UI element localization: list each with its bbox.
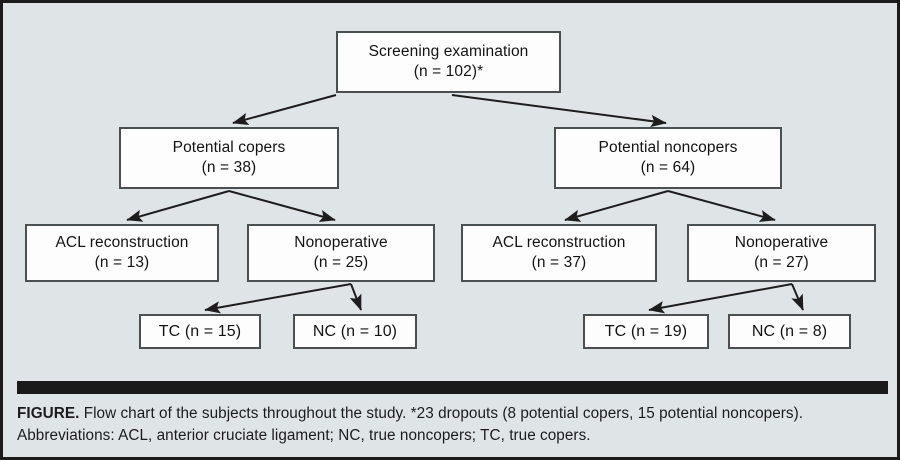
- node-potential-copers: Potential copers (n = 38): [119, 127, 339, 189]
- arrow-screening-to-noncopers: [451, 94, 667, 128]
- node-true-noncopers-right: NC (n = 8): [728, 314, 851, 349]
- node-true-copers-left: TC (n = 15): [139, 314, 261, 349]
- node-nonoperative-noncopers: Nonoperative (n = 27): [687, 224, 876, 282]
- node-count: (n = 37): [531, 254, 587, 271]
- node-count: (n = 27): [754, 254, 809, 271]
- node-label: NC (n = 10): [312, 322, 398, 340]
- node-potential-noncopers: Potential noncopers (n = 64): [554, 127, 782, 189]
- caption-prefix: FIGURE.: [17, 405, 80, 422]
- node-true-copers-right: TC (n = 19): [583, 314, 709, 349]
- arrow-noncopers-to-acl: [564, 190, 669, 222]
- arrow-screening-to-copers: [232, 94, 337, 125]
- node-screening-examination: Screening examination (n = 102)*: [336, 31, 561, 93]
- node-title: Nonoperative: [294, 233, 388, 251]
- node-true-noncopers-left: NC (n = 10): [293, 314, 417, 349]
- node-title: Nonoperative: [734, 233, 829, 251]
- flowchart-area: Screening examination (n = 102)* Potenti…: [3, 3, 897, 373]
- node-nonoperative-copers: Nonoperative (n = 25): [247, 224, 435, 282]
- node-label: TC (n = 19): [604, 322, 688, 340]
- node-title: Potential copers: [172, 138, 286, 156]
- node-title: Potential noncopers: [598, 138, 738, 156]
- arrow-copers-to-nonop: [228, 190, 336, 222]
- arrow-nonop-left-to-tc: [204, 283, 352, 314]
- node-acl-reconstruction-noncopers: ACL reconstruction (n = 37): [461, 224, 657, 282]
- node-acl-reconstruction-copers: ACL reconstruction (n = 13): [25, 224, 219, 282]
- figure-caption: FIGURE. Flow chart of the subjects throu…: [17, 403, 877, 446]
- node-title: Screening examination: [368, 42, 529, 60]
- node-label: TC (n = 15): [158, 322, 242, 340]
- node-count: (n = 13): [94, 254, 150, 271]
- node-count: (n = 102)*: [413, 63, 484, 80]
- node-title: ACL reconstruction: [55, 233, 189, 251]
- arrow-nonop-right-to-nc: [791, 283, 804, 311]
- arrow-nonop-right-to-tc: [648, 283, 793, 314]
- caption-divider-bar: [17, 381, 888, 394]
- caption-text: Flow chart of the subjects throughout th…: [17, 405, 804, 444]
- node-count: (n = 64): [640, 159, 696, 176]
- arrow-noncopers-to-nonop: [667, 190, 776, 223]
- node-count: (n = 25): [313, 254, 369, 271]
- node-label: NC (n = 8): [751, 322, 828, 340]
- node-count: (n = 38): [201, 159, 257, 176]
- arrow-nonop-left-to-nc: [349, 283, 362, 311]
- node-title: ACL reconstruction: [492, 233, 626, 251]
- arrow-copers-to-acl: [126, 190, 230, 222]
